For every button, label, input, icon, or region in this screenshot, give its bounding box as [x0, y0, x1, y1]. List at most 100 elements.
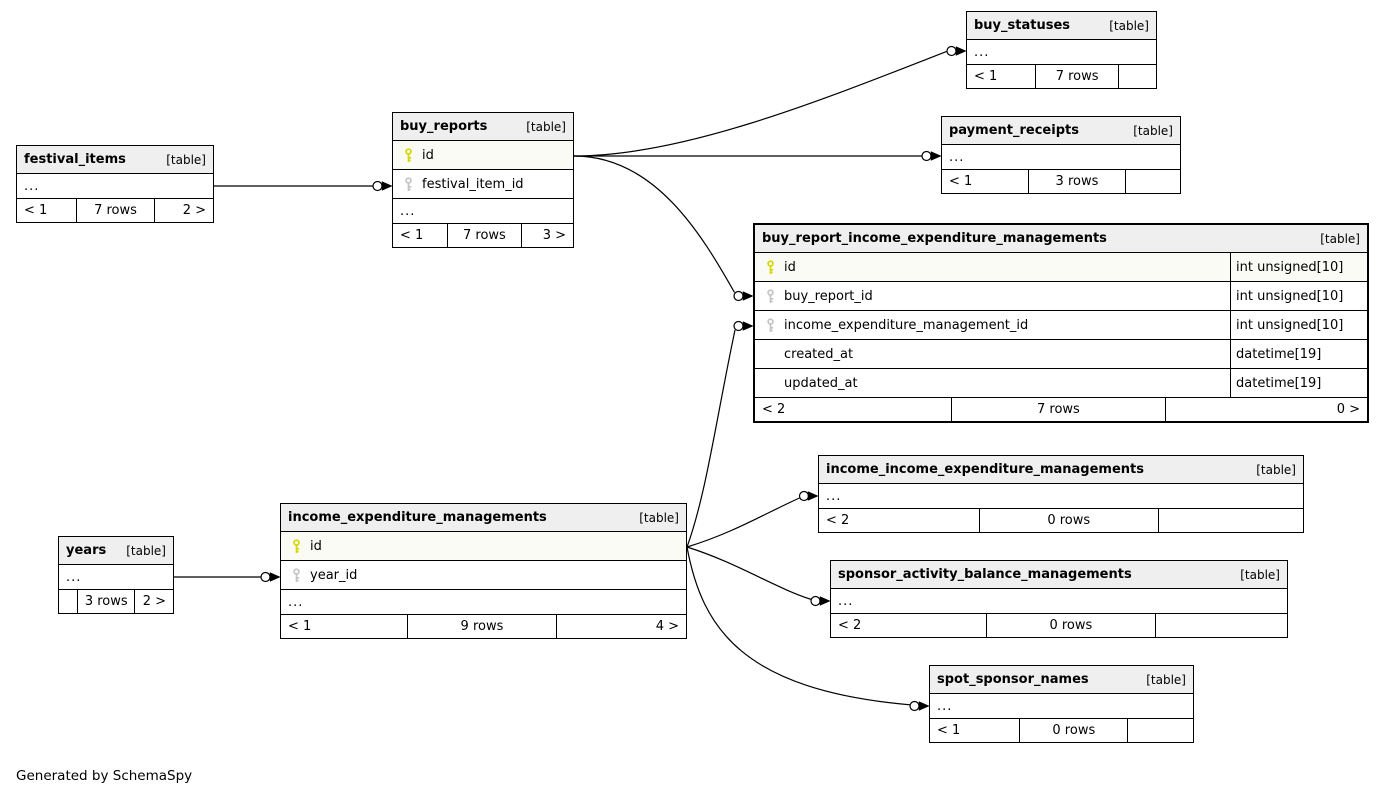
foreign-key-icon — [767, 317, 774, 332]
table-type-tag: [table] — [1256, 462, 1296, 477]
table-type-tag: [table] — [1240, 567, 1280, 582]
table-header[interactable]: sponsor_activity_balance_managements [ta… — [831, 561, 1287, 588]
footer-parents: < 1 — [974, 69, 998, 84]
column-name: created_at — [784, 346, 854, 362]
table-income_income_expenditure_managements[interactable]: income_income_expenditure_managements [t… — [818, 455, 1304, 533]
footer-parents: < 1 — [288, 619, 312, 634]
footer-row-count: 7 rows — [447, 224, 521, 247]
footer-children: 2 > — [154, 199, 213, 222]
column-name: buy_report_id — [784, 288, 873, 304]
table-header[interactable]: payment_receipts [table] — [942, 117, 1180, 144]
table-header[interactable]: buy_statuses [table] — [967, 12, 1156, 39]
foreign-key-icon — [405, 176, 412, 191]
edge-income_expenditure_managements-income_income_expenditure_managements — [686, 490, 819, 548]
table-years[interactable]: years [table] ... 3 rows 2 > — [58, 536, 174, 614]
columns-ellipsis: ... — [17, 173, 213, 198]
column-type: int unsigned[10] — [1230, 282, 1367, 310]
edge-income_expenditure_managements-sponsor_activity_balance_managements — [686, 546, 831, 607]
footer-parents — [59, 590, 77, 613]
table-footer: < 1 7 rows 3 > — [393, 223, 573, 247]
table-header[interactable]: buy_report_income_expenditure_management… — [755, 225, 1367, 252]
table-buy_reports[interactable]: buy_reports [table] id festival_item_id … — [392, 112, 574, 248]
column-type: int unsigned[10] — [1230, 311, 1367, 339]
table-footer: < 1 7 rows 2 > — [17, 198, 213, 222]
footer-row-count: 3 rows — [77, 590, 134, 613]
footer-parents: < 1 — [24, 203, 48, 218]
table-title[interactable]: buy_report_income_expenditure_management… — [762, 231, 1107, 246]
table-header[interactable]: income_expenditure_managements [table] — [281, 504, 686, 531]
table-buy_report_income_expenditure_managements[interactable]: buy_report_income_expenditure_management… — [753, 223, 1369, 423]
table-type-tag: [table] — [126, 543, 166, 558]
footer-row-count: 7 rows — [75, 199, 154, 222]
table-footer: < 2 0 rows — [819, 508, 1303, 532]
table-footer: 3 rows 2 > — [59, 589, 173, 613]
columns-ellipsis: ... — [831, 588, 1287, 613]
table-type-tag: [table] — [1133, 123, 1173, 138]
column-type: int unsigned[10] — [1230, 253, 1367, 281]
footer-parents: < 1 — [949, 174, 973, 189]
columns-ellipsis: ... — [393, 198, 573, 223]
table-footer: < 2 7 rows 0 > — [755, 397, 1367, 421]
column-type: datetime[19] — [1230, 369, 1367, 397]
table-header[interactable]: buy_reports [table] — [393, 113, 573, 140]
table-type-tag: [table] — [639, 510, 679, 525]
table-spot_sponsor_names[interactable]: spot_sponsor_names [table] ... < 1 0 row… — [929, 665, 1194, 743]
footer-row-count: 3 rows — [1027, 170, 1126, 193]
table-title[interactable]: buy_statuses — [974, 18, 1071, 33]
table-type-tag: [table] — [526, 119, 566, 134]
table-footer: < 1 9 rows 4 > — [281, 614, 686, 638]
footer-row-count: 0 rows — [1019, 719, 1127, 742]
table-header[interactable]: income_income_expenditure_managements [t… — [819, 456, 1303, 483]
table-festival_items[interactable]: festival_items [table] ... < 1 7 rows 2 … — [16, 145, 214, 223]
footer-row-count: 7 rows — [1035, 65, 1118, 88]
table-title[interactable]: income_income_expenditure_managements — [826, 462, 1144, 477]
footer-row-count: 7 rows — [950, 398, 1165, 421]
footer-parents: < 1 — [937, 723, 961, 738]
table-type-tag: [table] — [1109, 18, 1149, 33]
footer-children — [1118, 65, 1156, 88]
footer-children — [1127, 719, 1193, 742]
table-type-tag: [table] — [1320, 231, 1360, 246]
table-title[interactable]: spot_sponsor_names — [937, 672, 1089, 687]
edge-buy_reports-buy_statuses — [573, 45, 967, 157]
table-title[interactable]: payment_receipts — [949, 123, 1079, 138]
footer-children — [1157, 509, 1303, 532]
table-title[interactable]: income_expenditure_managements — [288, 510, 547, 525]
table-payment_receipts[interactable]: payment_receipts [table] ... < 1 3 rows — [941, 116, 1181, 194]
columns-ellipsis: ... — [819, 483, 1303, 508]
footer-children — [1154, 614, 1287, 637]
footer-row-count: 0 rows — [986, 614, 1155, 637]
column-name: updated_at — [784, 375, 858, 391]
column-row: year_id — [281, 560, 686, 589]
table-header[interactable]: spot_sponsor_names [table] — [930, 666, 1193, 693]
footer-parents: < 1 — [400, 228, 424, 243]
foreign-key-icon — [767, 288, 774, 303]
foreign-key-icon — [293, 567, 300, 582]
table-sponsor_activity_balance_managements[interactable]: sponsor_activity_balance_managements [ta… — [830, 560, 1288, 638]
column-name: id — [310, 538, 322, 554]
table-buy_statuses[interactable]: buy_statuses [table] ... < 1 7 rows — [966, 11, 1157, 89]
footer-parents: < 2 — [838, 618, 862, 633]
table-title[interactable]: buy_reports — [400, 119, 488, 134]
generated-by-note: Generated by SchemaSpy — [16, 768, 193, 784]
table-title[interactable]: sponsor_activity_balance_managements — [838, 567, 1132, 582]
edge-years-income_expenditure_managements — [174, 571, 281, 583]
table-header[interactable]: years [table] — [59, 537, 173, 564]
columns-ellipsis: ... — [59, 564, 173, 589]
table-income_expenditure_managements[interactable]: income_expenditure_managements [table] i… — [280, 503, 687, 639]
edge-income_expenditure_managements-buy_report_income_expenditure_managements — [686, 320, 754, 548]
table-title[interactable]: festival_items — [24, 152, 126, 167]
column-name: income_expenditure_management_id — [784, 317, 1029, 333]
table-header[interactable]: festival_items [table] — [17, 146, 213, 173]
column-row: income_expenditure_management_id int uns… — [755, 310, 1367, 339]
table-title[interactable]: years — [66, 543, 107, 558]
column-name: year_id — [310, 567, 358, 583]
primary-key-icon — [767, 259, 774, 274]
table-footer: < 1 3 rows — [942, 169, 1180, 193]
edge-festival_items-buy_reports — [214, 180, 393, 192]
table-type-tag: [table] — [1146, 672, 1186, 687]
column-name: festival_item_id — [422, 176, 524, 192]
table-footer: < 1 0 rows — [930, 718, 1193, 742]
table-type-tag: [table] — [166, 152, 206, 167]
